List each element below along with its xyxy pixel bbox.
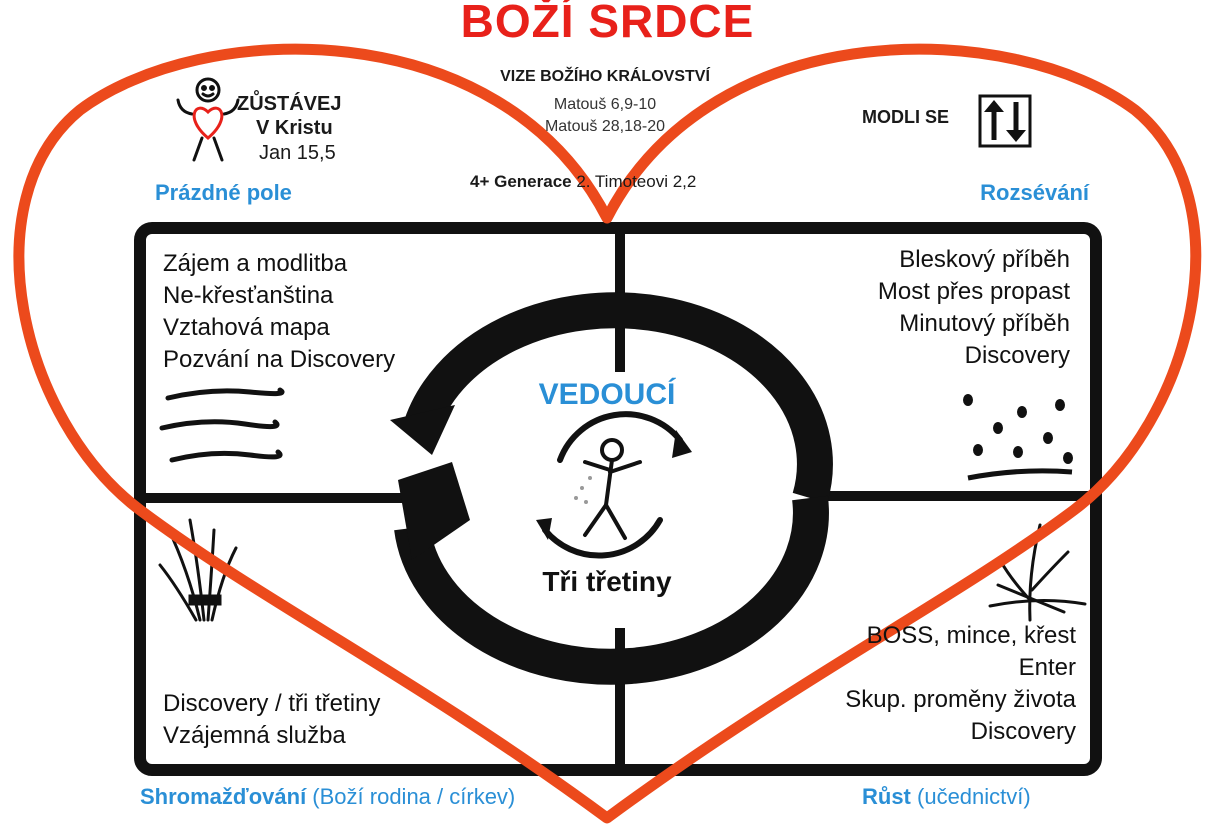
abide-line-3: Jan 15,5	[259, 142, 336, 164]
gathering-label: Shromažďování	[140, 784, 307, 809]
sower-icon	[536, 411, 692, 559]
list-item: Vzájemná služba	[163, 722, 346, 749]
list-item: Discovery / tři třetiny	[163, 690, 381, 717]
list-item: Skup. proměny života	[845, 686, 1076, 713]
list-item: Discovery	[970, 718, 1076, 745]
vision-ref-1: Matouš 6,9-10	[553, 96, 657, 113]
three-thirds-label: Tři třetiny	[542, 566, 672, 597]
quadrant-growth: BOSS, mince, křest Enter Skup. proměny ž…	[760, 620, 1076, 748]
list-item: Discovery	[964, 342, 1070, 369]
list-item: Minutový příběh	[899, 310, 1070, 337]
corner-label-empty-field: Prázdné pole	[155, 180, 292, 205]
quadrant-sowing: Bleskový příběh Most přes propast Minuto…	[780, 244, 1070, 372]
pray-label: MODLI SE	[862, 107, 950, 127]
list-item: Ne-křesťanština	[163, 282, 334, 309]
generations-label: 4+ Generace	[470, 172, 572, 191]
list-item: Bleskový příběh	[899, 246, 1070, 273]
growth-label: Růst	[862, 784, 911, 809]
list-item: Enter	[1018, 654, 1076, 681]
quadrant-frame	[134, 222, 1102, 776]
list-item: Zájem a modlitba	[163, 250, 348, 277]
list-item: Vztahová mapa	[163, 314, 330, 341]
abide-line-1: ZŮSTÁVEJ	[237, 93, 342, 115]
generations-line: 4+ Generace 2. Timoteovi 2,2	[470, 172, 696, 192]
gathering-note: (Boží rodina / církev)	[306, 784, 516, 809]
stick-figure-heart-icon	[176, 77, 240, 162]
seeds-icon	[963, 394, 1073, 481]
heart-outline	[13, 43, 1202, 824]
vision-ref-2: Matouš 28,18-20	[544, 118, 666, 135]
cycle-arrows-icon	[390, 292, 833, 685]
up-down-arrows-icon	[978, 94, 1032, 148]
corner-label-sowing: Rozsévání	[980, 180, 1089, 205]
vision-heading: VIZE BOŽÍHO KRÁLOVSTVÍ	[500, 68, 710, 85]
list-item: Pozvání na Discovery	[163, 346, 396, 373]
field-lines-icon	[159, 387, 285, 463]
list-item: Most přes propast	[877, 278, 1070, 305]
quadrant-gathering: Discovery / tři třetiny Vzájemná služba	[163, 688, 380, 752]
list-item: BOSS, mince, křest	[866, 622, 1076, 649]
growth-note: (učednictví)	[910, 784, 1031, 809]
page-title: BOŽÍ SRDCE	[460, 0, 755, 47]
corner-label-gathering: Shromažďování (Boží rodina / církev)	[140, 784, 515, 810]
corner-label-growth: Růst (učednictví)	[862, 784, 1031, 810]
quadrant-empty-field: Zájem a modlitba Ne-křesťanština Vztahov…	[163, 248, 395, 376]
generations-ref: 2. Timoteovi 2,2	[571, 172, 697, 191]
abide-line-2: V Kristu	[256, 117, 333, 139]
leader-label: VEDOUCÍ	[538, 378, 676, 411]
